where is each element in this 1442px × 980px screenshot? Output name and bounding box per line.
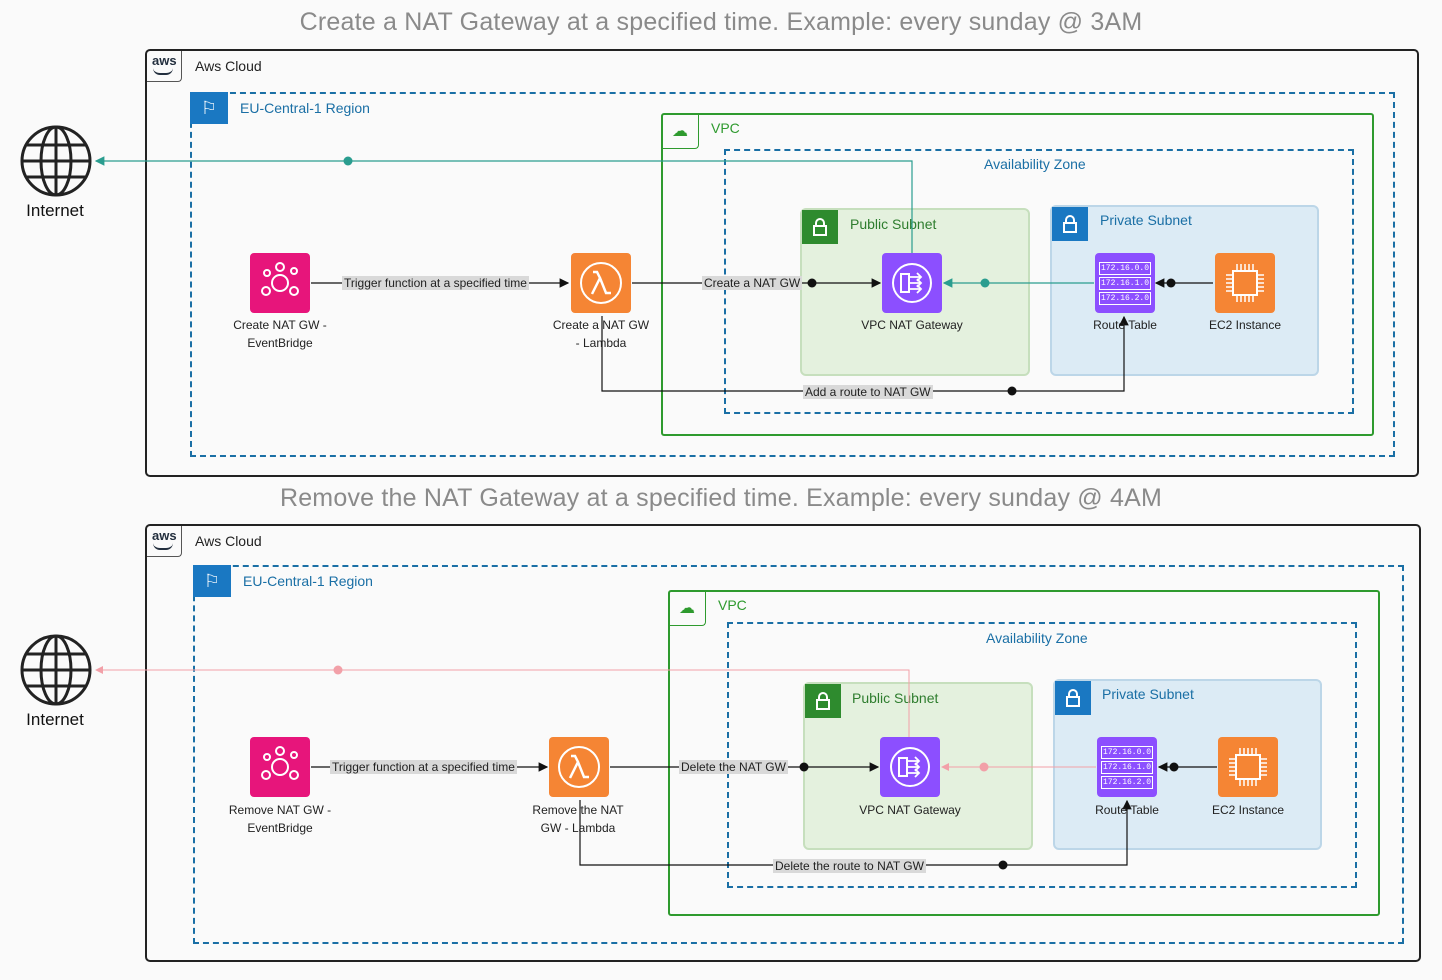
lambda-caption-line1: Create a NAT GW	[552, 318, 650, 332]
lambda-caption: Remove the NAT GW - Lambda	[515, 801, 641, 837]
eventbridge-icon	[250, 737, 310, 797]
ec2-caption: EC2 Instance	[1211, 803, 1285, 817]
lambda-caption-line2: GW - Lambda	[540, 821, 616, 835]
aws-logo-text: aws	[152, 528, 177, 543]
region-group-top	[190, 92, 1395, 457]
vpc-label: VPC	[711, 120, 740, 136]
ec2-icon	[1215, 253, 1275, 313]
ec2-caption: EC2 Instance	[1208, 318, 1282, 332]
globe-icon	[20, 125, 92, 197]
vpc-group-top	[661, 113, 1374, 436]
internet-label: Internet	[26, 201, 84, 220]
ec2-icon	[1218, 737, 1278, 797]
aws-cloud-label: Aws Cloud	[195, 58, 262, 74]
eventbridge-caption-line1: Create NAT GW -	[233, 318, 327, 332]
edge-label-trigger: Trigger function at a specified time	[330, 760, 517, 774]
route-entry: 172.16.2.0	[1099, 291, 1151, 305]
eventbridge-caption: Remove NAT GW - EventBridge	[210, 801, 350, 837]
route-entry: 172.16.1.0	[1099, 276, 1151, 290]
public-subnet-label: Public Subnet	[850, 216, 937, 232]
lock-icon	[805, 684, 841, 718]
eventbridge-caption-line1: Remove NAT GW -	[228, 803, 332, 817]
route-entry: 172.16.2.0	[1101, 775, 1153, 789]
az-label: Availability Zone	[984, 156, 1086, 172]
natgw-caption: VPC NAT Gateway	[859, 803, 961, 817]
edge-label-delete-natgw: Delete the NAT GW	[679, 760, 788, 774]
edge-label-delete-route: Delete the route to NAT GW	[773, 859, 926, 873]
region-label: EU-Central-1 Region	[240, 100, 370, 116]
eventbridge-caption-line2: EventBridge	[247, 336, 313, 350]
private-subnet-label: Private Subnet	[1100, 212, 1192, 228]
eventbridge-caption: Create NAT GW - EventBridge	[210, 316, 350, 352]
route-table-entries: 172.16.0.0 172.16.1.0 172.16.2.0	[1099, 260, 1151, 307]
aws-logo-icon: aws	[147, 51, 182, 82]
natgw-caption: VPC NAT Gateway	[861, 318, 963, 332]
vpc-label: VPC	[718, 597, 747, 613]
nat-gateway-icon	[882, 253, 942, 313]
route-entry: 172.16.0.0	[1101, 745, 1153, 759]
nat-gateway-icon	[880, 737, 940, 797]
route-table-icon: 172.16.0.0 172.16.1.0 172.16.2.0	[1097, 737, 1157, 797]
edge-label-add-route: Add a route to NAT GW	[803, 385, 933, 399]
route-entry: 172.16.1.0	[1101, 760, 1153, 774]
internet-label: Internet	[26, 710, 84, 729]
region-label: EU-Central-1 Region	[243, 573, 373, 589]
route-entry: 172.16.0.0	[1099, 261, 1151, 275]
aws-cloud-label: Aws Cloud	[195, 533, 262, 549]
public-subnet-label: Public Subnet	[852, 690, 939, 706]
lock-icon	[1055, 681, 1091, 715]
lambda-caption: Create a NAT GW - Lambda	[535, 316, 667, 352]
lambda-caption-line1: Remove the NAT	[532, 803, 624, 817]
route-table-caption: Route Table	[1095, 803, 1159, 817]
internet-node-top	[20, 125, 92, 202]
eventbridge-icon	[250, 253, 310, 313]
vpc-cloud-icon: ☁	[669, 591, 706, 626]
top-diagram-title: Create a NAT Gateway at a specified time…	[299, 8, 1143, 36]
edge-label-create-natgw: Create a NAT GW	[702, 276, 803, 290]
flag-icon: ⚐	[190, 92, 228, 124]
edge-label-trigger: Trigger function at a specified time	[342, 276, 529, 290]
lock-icon	[802, 210, 838, 244]
lambda-caption-line2: - Lambda	[575, 336, 627, 350]
lambda-icon	[571, 253, 631, 313]
region-group-bottom	[193, 565, 1404, 944]
route-table-icon: 172.16.0.0 172.16.1.0 172.16.2.0	[1095, 253, 1155, 313]
private-subnet-label: Private Subnet	[1102, 686, 1194, 702]
bottom-diagram-title: Remove the NAT Gateway at a specified ti…	[279, 484, 1163, 512]
az-label: Availability Zone	[986, 630, 1088, 646]
eventbridge-caption-line2: EventBridge	[247, 821, 313, 835]
internet-node-bottom	[20, 634, 92, 711]
vpc-group-bottom	[668, 590, 1380, 916]
lock-icon	[1052, 207, 1088, 241]
route-table-entries: 172.16.0.0 172.16.1.0 172.16.2.0	[1101, 744, 1153, 791]
vpc-cloud-icon: ☁	[662, 114, 699, 149]
flag-icon: ⚐	[193, 565, 231, 597]
aws-logo-text: aws	[152, 53, 177, 68]
lambda-icon	[549, 737, 609, 797]
route-table-caption: Route Table	[1093, 318, 1157, 332]
globe-icon	[20, 634, 92, 706]
aws-logo-icon: aws	[147, 526, 182, 557]
availability-zone-bottom	[727, 622, 1357, 888]
